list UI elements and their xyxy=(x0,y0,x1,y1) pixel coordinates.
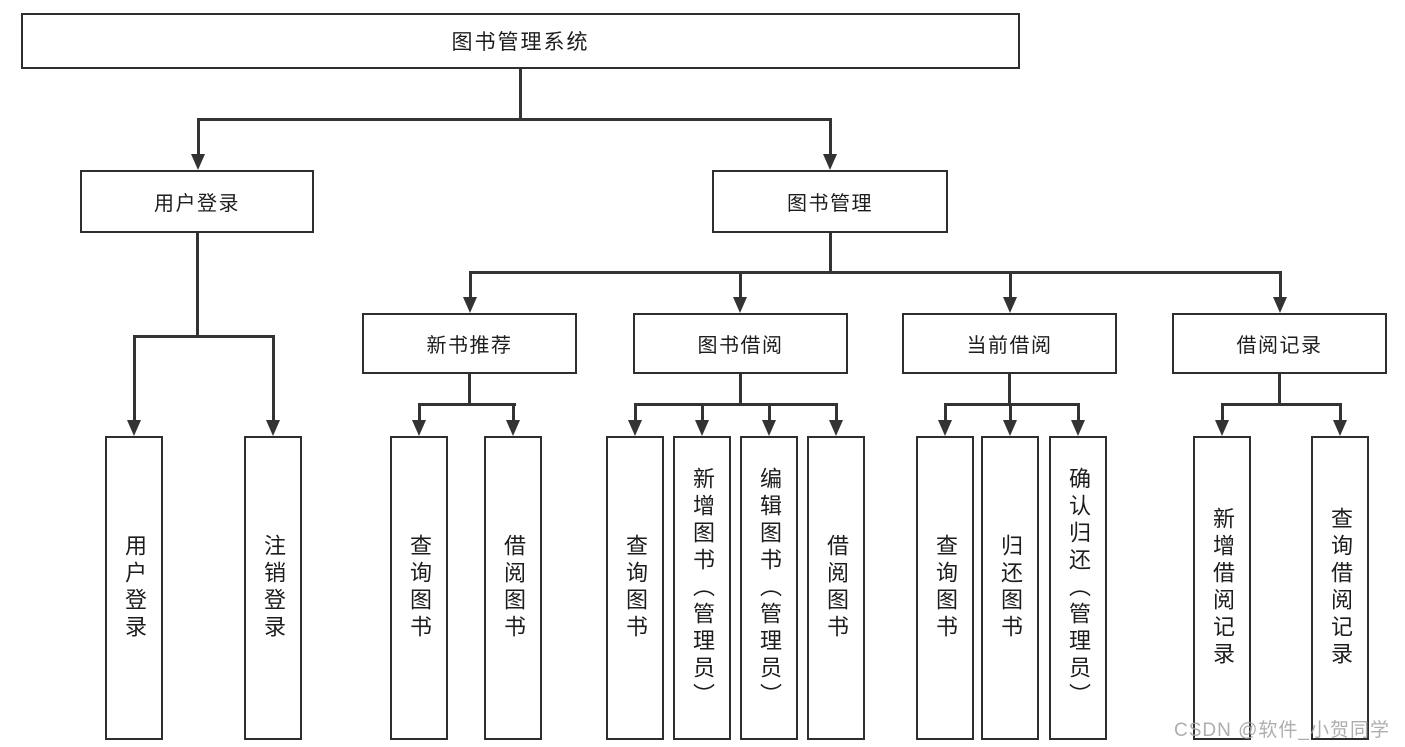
arrow-down-icon xyxy=(1214,420,1229,436)
node-label: 注销登录 xyxy=(261,534,286,642)
connector-vline xyxy=(1278,371,1281,406)
node-label: 查询图书 xyxy=(933,534,958,642)
arrow-down-icon xyxy=(265,420,280,436)
leaf-borrow-books-recommend: 借阅图书 xyxy=(484,436,542,740)
node-borrow-records: 借阅记录 xyxy=(1172,313,1387,374)
connector-vline xyxy=(1008,371,1011,406)
leaf-confirm-return-admin: 确认归还（管理员） xyxy=(1049,436,1107,740)
arrow-down-icon xyxy=(732,297,747,313)
leaf-query-books-borrow: 查询图书 xyxy=(606,436,664,740)
connector-hline xyxy=(468,271,1282,274)
arrow-down-icon xyxy=(1272,297,1287,313)
connector-hline xyxy=(196,118,832,121)
watermark-text: CSDN @软件_小贺同学 xyxy=(1174,720,1390,741)
arrow-down-icon xyxy=(828,420,843,436)
connector-vline xyxy=(738,371,742,406)
connector-vline xyxy=(1220,403,1224,421)
node-new-book-recommend: 新书推荐 xyxy=(362,313,577,374)
arrow-down-icon xyxy=(937,420,952,436)
leaf-add-borrow-record: 新增借阅记录 xyxy=(1193,436,1251,740)
connector-vline xyxy=(1278,271,1282,299)
connector-vline xyxy=(943,403,947,421)
node-label: 借阅图书 xyxy=(824,534,849,642)
node-label: 归还图书 xyxy=(998,534,1023,642)
connector-vline xyxy=(828,118,832,156)
connector-hline xyxy=(633,403,838,406)
arrow-down-icon xyxy=(1002,297,1017,313)
node-label: 图书管理 xyxy=(787,193,873,215)
node-label: 新增借阅记录 xyxy=(1210,507,1235,669)
connector-vline xyxy=(468,271,472,299)
connector-vline xyxy=(767,403,771,421)
connector-vline xyxy=(834,403,838,421)
arrow-down-icon xyxy=(1002,420,1017,436)
node-current-borrow: 当前借阅 xyxy=(902,313,1117,374)
leaf-return-book: 归还图书 xyxy=(981,436,1039,740)
arrow-down-icon xyxy=(627,420,642,436)
connector-vline xyxy=(271,335,275,421)
connector-vline xyxy=(132,335,136,421)
node-label: 图书管理系统 xyxy=(451,31,590,54)
node-user-login: 用户登录 xyxy=(80,170,314,233)
node-label: 图书借阅 xyxy=(697,335,784,357)
arrow-down-icon xyxy=(761,420,776,436)
leaf-edit-book-admin: 编辑图书（管理员） xyxy=(740,436,798,740)
connector-vline xyxy=(195,230,199,338)
node-label: 借阅图书 xyxy=(501,534,526,642)
connector-vline xyxy=(828,230,832,274)
connector-vline xyxy=(1338,403,1342,421)
connector-vline xyxy=(468,371,471,406)
leaf-query-borrow-record: 查询借阅记录 xyxy=(1311,436,1369,740)
connector-hline xyxy=(943,403,1080,406)
node-book-borrow: 图书借阅 xyxy=(633,313,848,374)
connector-hline xyxy=(1220,403,1342,406)
node-label: 查询借阅记录 xyxy=(1328,507,1353,669)
connector-vline xyxy=(700,403,704,421)
arrow-down-icon xyxy=(126,420,141,436)
node-label: 新增图书（管理员） xyxy=(690,466,715,710)
node-label: 当前借阅 xyxy=(966,335,1053,357)
connector-hline xyxy=(132,335,275,338)
connector-vline xyxy=(1008,403,1012,421)
arrow-down-icon xyxy=(411,420,426,436)
connector-vline xyxy=(417,403,421,421)
leaf-query-books-current: 查询图书 xyxy=(916,436,974,740)
connector-vline xyxy=(511,403,515,421)
node-label: 新书推荐 xyxy=(426,335,513,357)
connector-vline xyxy=(633,403,637,421)
node-label: 确认归还（管理员） xyxy=(1066,466,1091,710)
node-label: 查询图书 xyxy=(623,534,648,642)
connector-vline xyxy=(738,271,742,299)
node-label: 用户登录 xyxy=(122,534,147,642)
node-label: 查询图书 xyxy=(407,534,432,642)
node-label: 借阅记录 xyxy=(1236,335,1323,357)
leaf-user-login: 用户登录 xyxy=(105,436,163,740)
leaf-borrow-books-2: 借阅图书 xyxy=(807,436,865,740)
connector-vline xyxy=(518,66,522,118)
leaf-query-books-recommend: 查询图书 xyxy=(390,436,448,740)
arrow-down-icon xyxy=(462,297,477,313)
connector-vline xyxy=(196,118,200,156)
leaf-add-book-admin: 新增图书（管理员） xyxy=(673,436,731,740)
leaf-logout: 注销登录 xyxy=(244,436,302,740)
node-label: 编辑图书（管理员） xyxy=(757,466,782,710)
connector-vline xyxy=(1076,403,1080,421)
arrow-down-icon xyxy=(822,154,837,170)
node-book-management: 图书管理 xyxy=(712,170,948,233)
arrow-down-icon xyxy=(505,420,520,436)
arrow-down-icon xyxy=(694,420,709,436)
node-label: 用户登录 xyxy=(154,193,240,215)
arrow-down-icon xyxy=(1332,420,1347,436)
node-library-system: 图书管理系统 xyxy=(21,13,1020,69)
connector-vline xyxy=(1008,271,1012,299)
connector-hline xyxy=(417,403,516,406)
arrow-down-icon xyxy=(190,154,205,170)
arrow-down-icon xyxy=(1070,420,1085,436)
